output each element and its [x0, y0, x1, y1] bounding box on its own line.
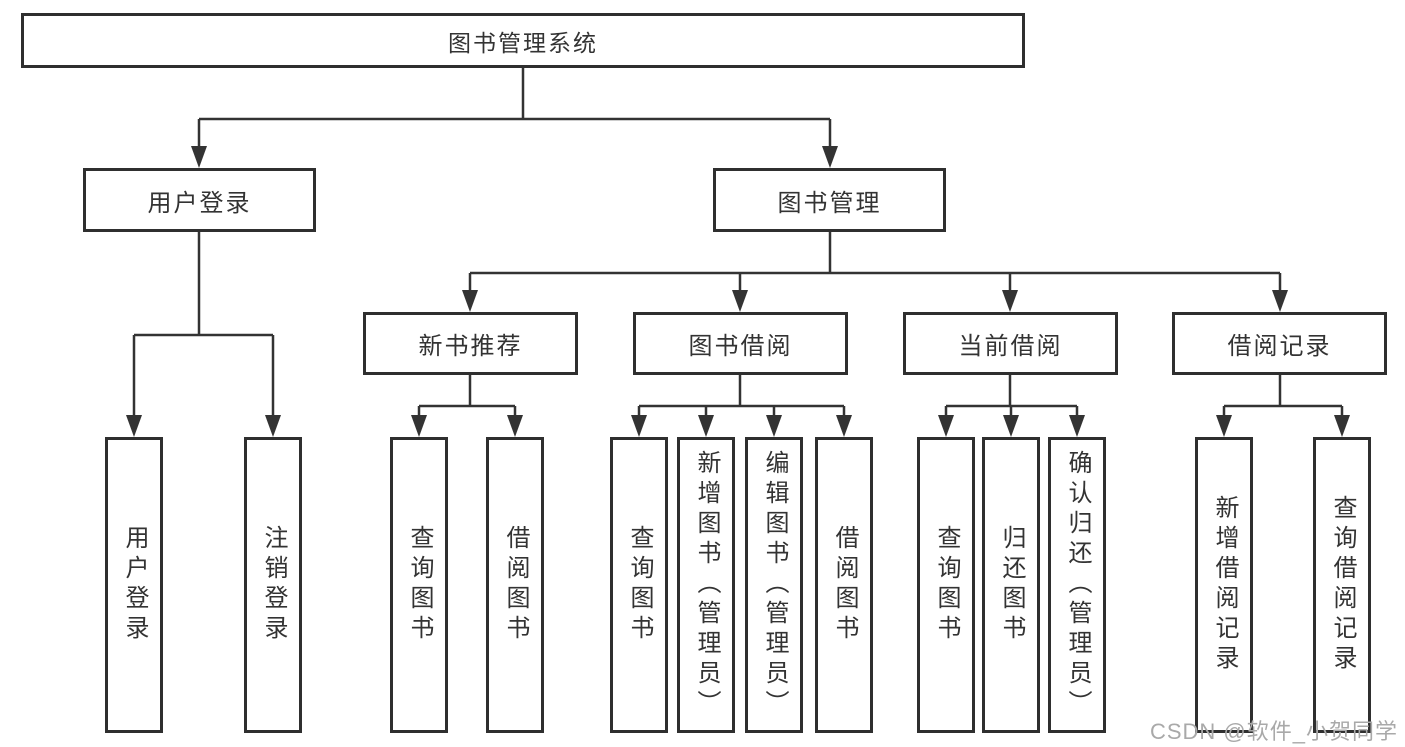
leaf-confirm-return-admin-label: 确认归还（管理员）	[1064, 450, 1091, 720]
node-user-login-label: 用户登录	[147, 189, 252, 217]
arrowhead	[1216, 415, 1232, 437]
arrowhead	[191, 146, 207, 168]
arrowhead	[265, 415, 281, 437]
arrowhead	[462, 290, 478, 312]
leaf-edit-books-admin-label: 编辑图书（管理员）	[761, 450, 788, 720]
node-book-management: 图书管理	[713, 168, 946, 232]
leaf-add-books-admin: 新增图书（管理员）	[677, 437, 735, 733]
leaf-add-borrow-record-label: 新增借阅记录	[1211, 495, 1238, 675]
leaf-borrow-books-borrowing: 借阅图书	[815, 437, 873, 733]
arrowhead	[631, 415, 647, 437]
leaf-add-books-admin-label: 新增图书（管理员）	[693, 450, 720, 720]
arrowhead	[126, 415, 142, 437]
leaf-query-books-recommend: 查询图书	[390, 437, 448, 733]
arrowhead	[836, 415, 852, 437]
node-user-login: 用户登录	[83, 168, 316, 232]
leaf-logout-login-label: 注销登录	[260, 525, 287, 645]
arrowhead	[1334, 415, 1350, 437]
connector-current-to-children	[944, 375, 1079, 417]
arrowhead	[1002, 290, 1018, 312]
leaf-confirm-return-admin: 确认归还（管理员）	[1048, 437, 1106, 733]
connector-recommend-to-children	[417, 375, 517, 417]
arrowhead	[732, 290, 748, 312]
node-current-borrowing: 当前借阅	[903, 312, 1118, 375]
node-borrowing-records-label: 借阅记录	[1227, 333, 1332, 360]
connector-bookmgmt-to-level2	[468, 232, 1282, 292]
leaf-query-books-recommend-label: 查询图书	[406, 525, 433, 645]
leaf-user-login-label: 用户登录	[121, 525, 148, 645]
node-new-book-recommend-label: 新书推荐	[418, 333, 523, 360]
node-book-management-label: 图书管理	[777, 189, 882, 217]
leaf-borrow-books-recommend-label: 借阅图书	[502, 525, 529, 645]
leaf-query-books-borrowing-label: 查询图书	[626, 525, 653, 645]
leaf-return-books: 归还图书	[982, 437, 1040, 733]
arrowhead	[507, 415, 523, 437]
node-book-borrowing-label: 图书借阅	[688, 333, 793, 360]
arrowhead	[822, 146, 838, 168]
arrowhead	[1272, 290, 1288, 312]
leaf-logout-login: 注销登录	[244, 437, 302, 733]
arrowhead	[1069, 415, 1085, 437]
leaf-add-borrow-record: 新增借阅记录	[1195, 437, 1253, 733]
arrowhead	[766, 415, 782, 437]
leaf-query-books-borrowing: 查询图书	[610, 437, 668, 733]
node-borrowing-records: 借阅记录	[1172, 312, 1387, 375]
node-root-label: 图书管理系统	[448, 29, 598, 56]
leaf-borrow-books-recommend: 借阅图书	[486, 437, 544, 733]
leaf-query-borrow-record: 查询借阅记录	[1313, 437, 1371, 733]
leaf-query-borrow-record-label: 查询借阅记录	[1329, 495, 1356, 675]
leaf-query-books-current: 查询图书	[917, 437, 975, 733]
connector-root-to-level1	[197, 68, 832, 148]
leaf-borrow-books-borrowing-label: 借阅图书	[831, 525, 858, 645]
arrowhead	[698, 415, 714, 437]
connector-borrowing-to-children	[637, 375, 846, 417]
node-new-book-recommend: 新书推荐	[363, 312, 578, 375]
node-root: 图书管理系统	[21, 13, 1025, 68]
connector-userlogin-to-children	[132, 232, 275, 417]
node-current-borrowing-label: 当前借阅	[958, 333, 1063, 360]
leaf-return-books-label: 归还图书	[998, 525, 1025, 645]
leaf-edit-books-admin: 编辑图书（管理员）	[745, 437, 803, 733]
leaf-query-books-current-label: 查询图书	[933, 525, 960, 645]
leaf-user-login: 用户登录	[105, 437, 163, 733]
node-book-borrowing: 图书借阅	[633, 312, 848, 375]
arrowhead	[411, 415, 427, 437]
connector-records-to-children	[1222, 375, 1344, 417]
watermark: CSDN @软件_小贺同学	[1149, 719, 1398, 744]
arrowhead	[938, 415, 954, 437]
arrowhead	[1003, 415, 1019, 437]
